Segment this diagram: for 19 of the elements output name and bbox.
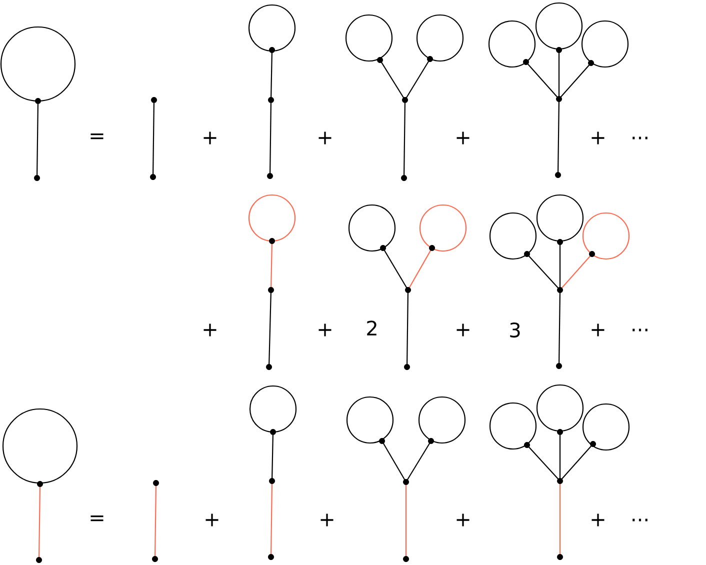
math-symbol: + xyxy=(592,324,604,336)
math-symbol: + xyxy=(318,324,332,336)
math-symbol: + xyxy=(318,132,332,144)
math-symbol: ... xyxy=(632,328,648,332)
math-symbol: + xyxy=(592,514,604,526)
math-symbol: ... xyxy=(632,136,648,140)
math-symbol: + xyxy=(456,324,470,336)
math-symbol: + xyxy=(320,514,334,526)
math-symbol: 3 xyxy=(510,322,520,338)
math-symbol: ... xyxy=(632,518,648,522)
math-symbol: + xyxy=(206,514,218,526)
math-symbol: + xyxy=(456,514,470,526)
math-symbol: + xyxy=(204,324,216,336)
math-symbol: = xyxy=(90,133,104,140)
math-symbol: + xyxy=(456,132,470,144)
math-symbol: + xyxy=(204,132,216,144)
math-symbol: 2 xyxy=(367,320,376,336)
math-symbol: = xyxy=(90,515,104,522)
math-symbol: + xyxy=(592,132,604,144)
